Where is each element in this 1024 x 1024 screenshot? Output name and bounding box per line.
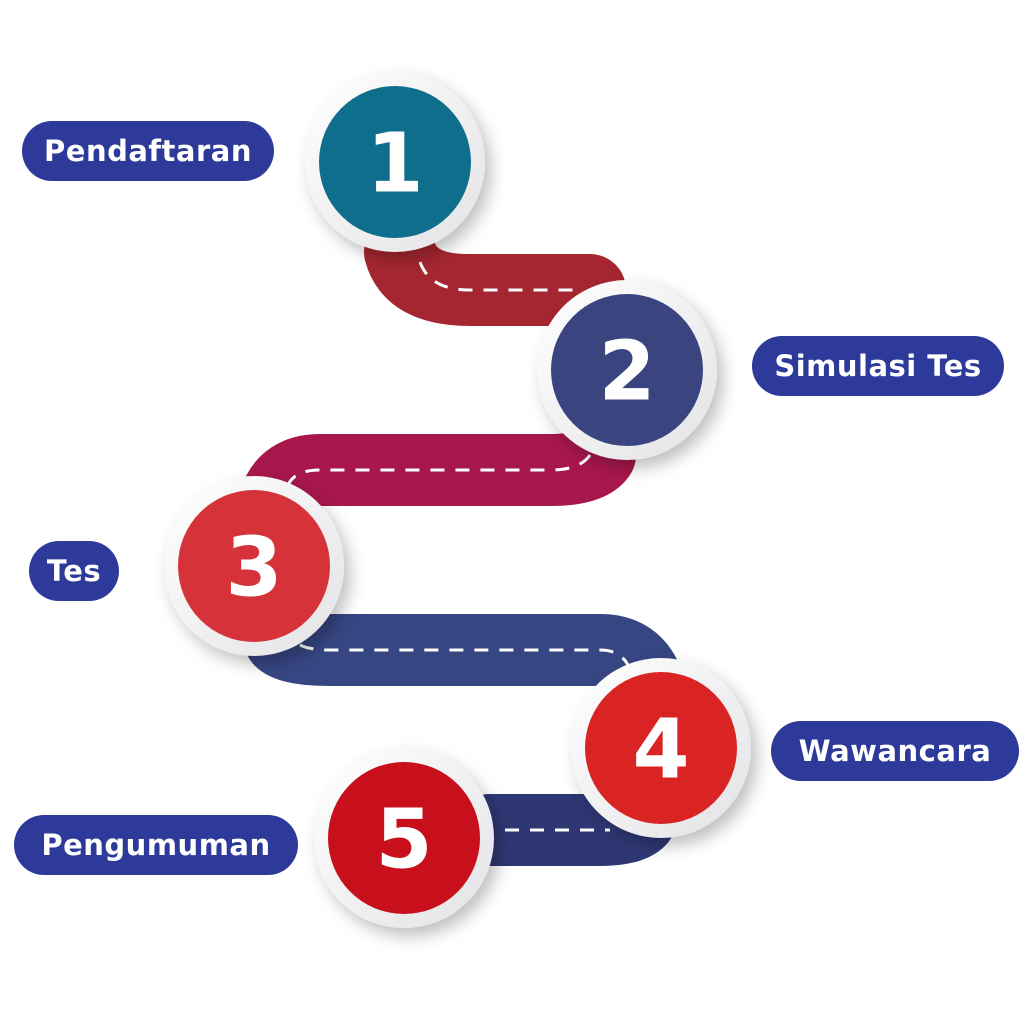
step-circle-4-fill [585, 672, 737, 824]
step-circle-2-fill [551, 294, 703, 446]
road-segment-2-3 [239, 419, 636, 536]
step-number-4: 4 [632, 703, 689, 798]
step-circle-5: 5 [314, 748, 494, 928]
road-dash-1-2 [418, 261, 580, 292]
step-label-pengumuman: Pengumuman [14, 815, 298, 875]
step-circle-4: 4 [571, 658, 751, 838]
step-number-2: 2 [598, 325, 655, 420]
step-circle-3: 3 [164, 476, 344, 656]
step-number-3: 3 [225, 521, 282, 616]
step-label-pendaftaran: Pendaftaran [22, 121, 274, 181]
step-label-wawancara: Wawancara [771, 721, 1019, 781]
step-label-simulasi-tes: Simulasi Tes [752, 336, 1004, 396]
step-number-1: 1 [366, 117, 423, 212]
step-number-5: 5 [375, 793, 432, 888]
step-circle-1: 1 [305, 72, 485, 252]
road-segment-3-4 [244, 604, 686, 726]
road-dash-3-4 [299, 643, 630, 666]
step-circle-5-fill [328, 762, 480, 914]
step-circle-1-fill [319, 86, 471, 238]
step-circle-3-fill [178, 490, 330, 642]
road-segment-1-2 [364, 216, 626, 326]
step-circle-2: 2 [537, 280, 717, 460]
step-label-tes: Tes [29, 541, 119, 601]
road-dash-2-3 [286, 454, 592, 486]
